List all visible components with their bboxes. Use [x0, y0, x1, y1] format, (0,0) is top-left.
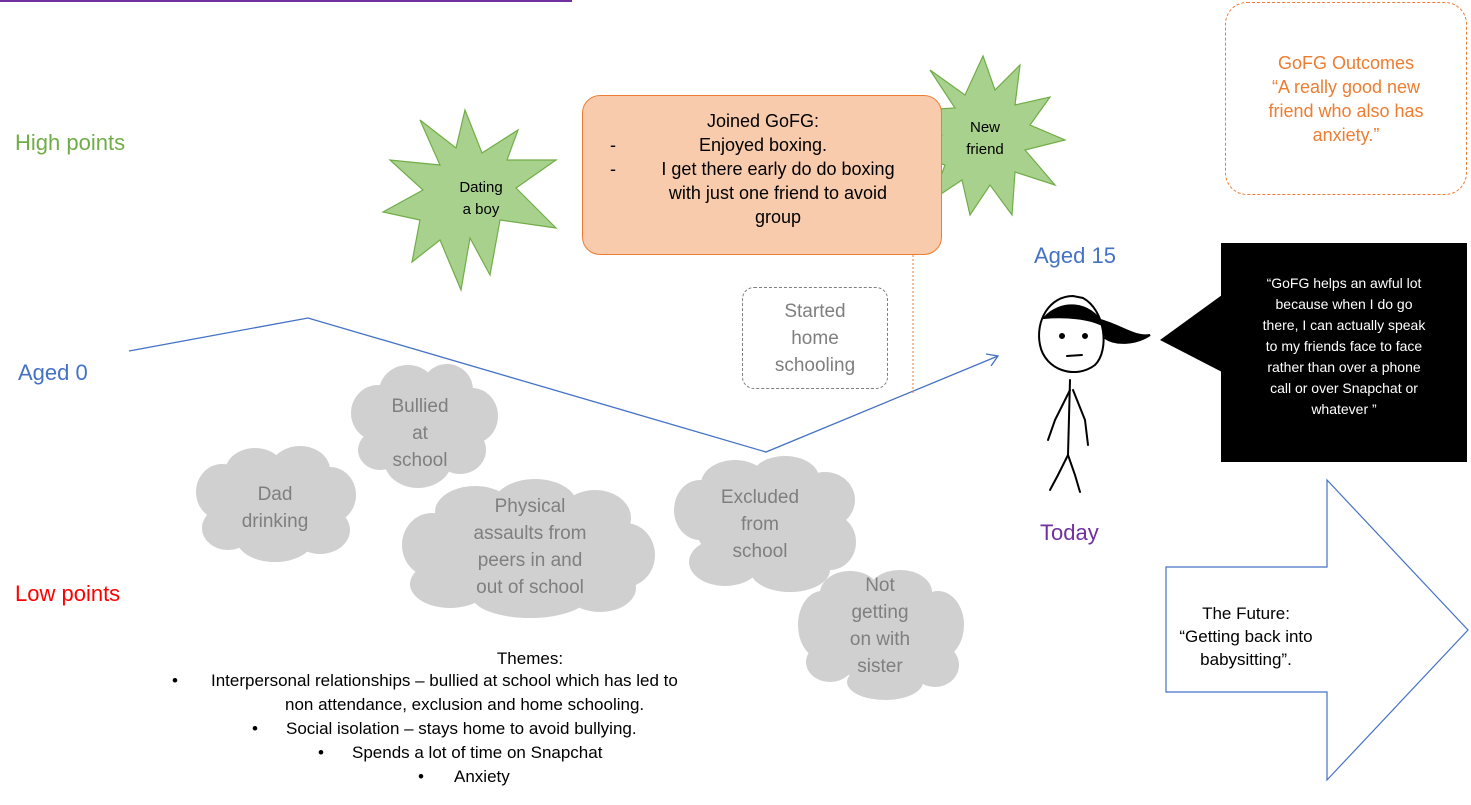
theme-bullet-1: • [172, 671, 178, 690]
header-rule [0, 0, 572, 2]
high-points-label: High points [15, 130, 126, 155]
themes-title: Themes: [496, 649, 564, 668]
theme-bullet-4: • [418, 767, 424, 786]
theme-item-4: Anxiety [454, 767, 510, 786]
new-friend-star-text: New friend [966, 119, 1004, 158]
gofg-dash-1: - [610, 135, 616, 155]
cloud-dad [196, 446, 356, 562]
theme-bullet-3: • [318, 743, 324, 762]
gofg-box-title: Joined GoFG: [706, 111, 820, 131]
future-arrow-shape [1165, 478, 1469, 782]
gofg-item-2a: I get there early do do boxing [661, 159, 895, 179]
gofg-outcomes-box: GoFG Outcomes “A really good new friend … [1225, 2, 1467, 195]
low-points-label: Low points [15, 581, 121, 606]
today-label: Today [1040, 520, 1099, 545]
cloud-excluded [674, 456, 856, 592]
gofg-dash-2: - [610, 159, 616, 179]
quote-pointer [1160, 295, 1222, 372]
themes-section: Themes: [150, 647, 850, 671]
dating-star-text: Dating a boy [459, 179, 503, 218]
future-text: The Future: “Getting back into babysitti… [1179, 604, 1313, 669]
theme-item-1: Interpersonal relationships – bullied at… [211, 671, 678, 690]
cloud-sister [798, 570, 964, 700]
timeline-arrowhead [985, 353, 1000, 367]
aged-15-label: Aged 15 [1034, 243, 1116, 268]
theme-item-1-cont: non attendance, exclusion and home schoo… [285, 695, 645, 714]
quote-callout: “GoFG helps an awful lot because when I … [1221, 243, 1467, 462]
gofg-item-1: Enjoyed boxing. [698, 135, 828, 155]
gofg-item-2c: group [754, 207, 802, 227]
dating-star-shape [381, 108, 558, 293]
home-schooling-box: Started home schooling [742, 287, 888, 389]
theme-bullet-2: • [252, 719, 258, 738]
life-timeline [128, 317, 999, 453]
gofg-joined-box: Joined GoFG: - Enjoyed boxing. - I get t… [582, 95, 942, 255]
cloud-assaults [402, 479, 655, 618]
theme-item-2: Social isolation – stays home to avoid b… [286, 719, 637, 738]
stick-figure [1038, 294, 1151, 493]
gofg-item-2b: with just one friend to avoid [668, 183, 888, 203]
theme-item-3: Spends a lot of time on Snapchat [352, 743, 603, 762]
cloud-bullied [351, 364, 498, 488]
aged-0-label: Aged 0 [18, 360, 88, 385]
